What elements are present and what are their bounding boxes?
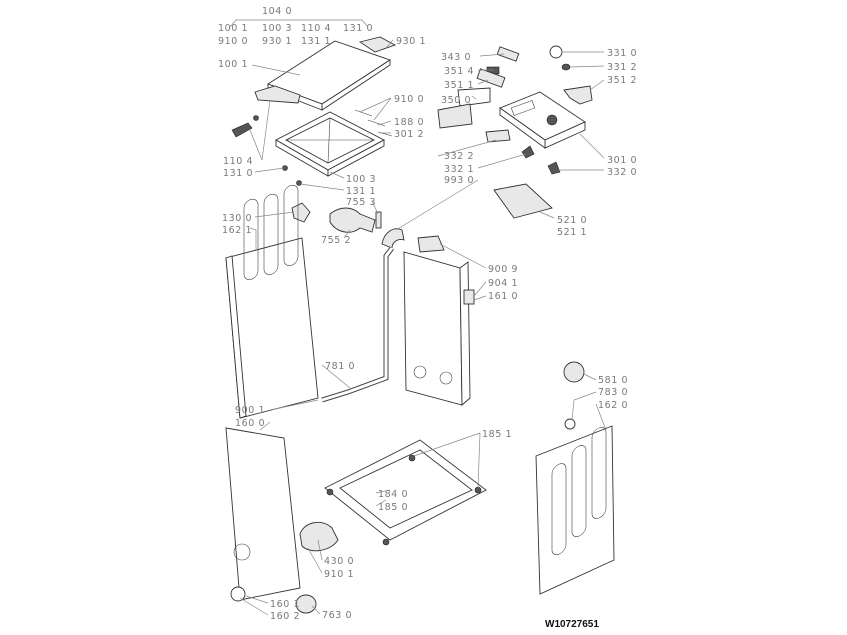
top-frame-part	[275, 111, 385, 177]
part-label: 100 1	[218, 23, 248, 34]
part-label: 301 0	[607, 155, 637, 166]
part-label: 430 0	[324, 556, 354, 567]
part-label: 343 0	[441, 52, 471, 63]
part-label: 130 0	[222, 213, 252, 224]
part-label: 160 2	[270, 611, 300, 622]
part-label: 350 0	[441, 95, 471, 106]
front-panel-part	[225, 427, 301, 601]
part-label: 581 0	[598, 375, 628, 386]
part-label: 188 0	[394, 117, 424, 128]
clip-part	[375, 211, 382, 229]
hinge-cover-part	[358, 36, 397, 53]
part-label: 332 2	[444, 151, 474, 162]
part-label: 301 2	[394, 129, 424, 140]
leader-lines	[239, 39, 607, 616]
part-label: 110 4	[223, 156, 253, 167]
board-part	[437, 103, 473, 129]
board-part	[457, 87, 491, 107]
part-label: 184 0	[378, 489, 408, 500]
part-label: 930 1	[262, 36, 292, 47]
knob-cap-part	[561, 63, 571, 71]
part-label: 351 4	[444, 66, 474, 77]
part-label: 755 2	[321, 235, 351, 246]
part-label: 900 9	[488, 264, 518, 275]
part-label: 521 1	[557, 227, 587, 238]
part-label: 331 0	[607, 48, 637, 59]
part-label: 351 2	[607, 75, 637, 86]
part-label: 781 0	[325, 361, 355, 372]
side-panel-left-part	[225, 184, 319, 419]
bracket-part	[563, 85, 593, 105]
part-label: 100 1	[218, 59, 248, 70]
screw-part	[253, 115, 259, 121]
part-label: 131 1	[301, 36, 331, 47]
part-label: 162 0	[598, 400, 628, 411]
part-label: 783 0	[598, 387, 628, 398]
part-label: 131 0	[223, 168, 253, 179]
part-label: 100 3	[262, 23, 292, 34]
valve-part	[417, 235, 445, 253]
filter-part	[295, 594, 317, 614]
clamp-part	[463, 289, 475, 305]
screw-part	[296, 180, 302, 186]
part-label: 185 0	[378, 502, 408, 513]
part-label: 904 1	[488, 278, 518, 289]
drain-pump-part	[299, 521, 339, 552]
board-part	[485, 129, 511, 143]
part-label: 910 0	[394, 94, 424, 105]
cabinet-frame-part	[403, 251, 475, 406]
part-label: 162 1	[222, 225, 252, 236]
switch-part	[547, 161, 561, 175]
main-board-part	[493, 183, 553, 219]
document-code: W10727651	[545, 619, 599, 630]
part-label: 910 0	[218, 36, 248, 47]
group-bracket	[229, 19, 369, 28]
part-label: 160 0	[235, 418, 265, 429]
filter-cover-part	[230, 586, 246, 602]
side-panel-right-part	[535, 425, 615, 595]
hose-part	[329, 207, 376, 233]
base-frame-part	[324, 439, 487, 546]
part-label: 160 1	[270, 599, 300, 610]
part-label: 332 0	[607, 167, 637, 178]
part-label: 331 2	[607, 62, 637, 73]
part-label: 131 1	[346, 186, 376, 197]
pulley-part	[563, 361, 585, 383]
part-label: 993 0	[444, 175, 474, 186]
part-label: 521 0	[557, 215, 587, 226]
switch-part	[521, 145, 535, 159]
board-part	[476, 68, 506, 88]
latch-part	[231, 122, 253, 138]
control-panel-part	[499, 91, 586, 149]
cap-part	[564, 418, 576, 430]
board-part	[496, 46, 520, 62]
part-label: 100 3	[346, 174, 376, 185]
knob-part	[549, 45, 563, 59]
part-label: 900 1	[235, 405, 265, 416]
part-label: 763 0	[322, 610, 352, 621]
part-label: 910 1	[324, 569, 354, 580]
part-label: 332 1	[444, 164, 474, 175]
drain-hose-part	[321, 246, 394, 403]
part-label: 110 4	[301, 23, 331, 34]
part-label: 161 0	[488, 291, 518, 302]
sensor-part	[291, 202, 311, 223]
part-label: 104 0	[262, 6, 292, 17]
part-label: 185 1	[482, 429, 512, 440]
lid-handle-part	[254, 85, 301, 104]
hose-bend-part	[381, 228, 405, 249]
part-label: 930 1	[396, 36, 426, 47]
part-label: 131 0	[343, 23, 373, 34]
part-label: 755 3	[346, 197, 376, 208]
part-label: 351 1	[444, 80, 474, 91]
